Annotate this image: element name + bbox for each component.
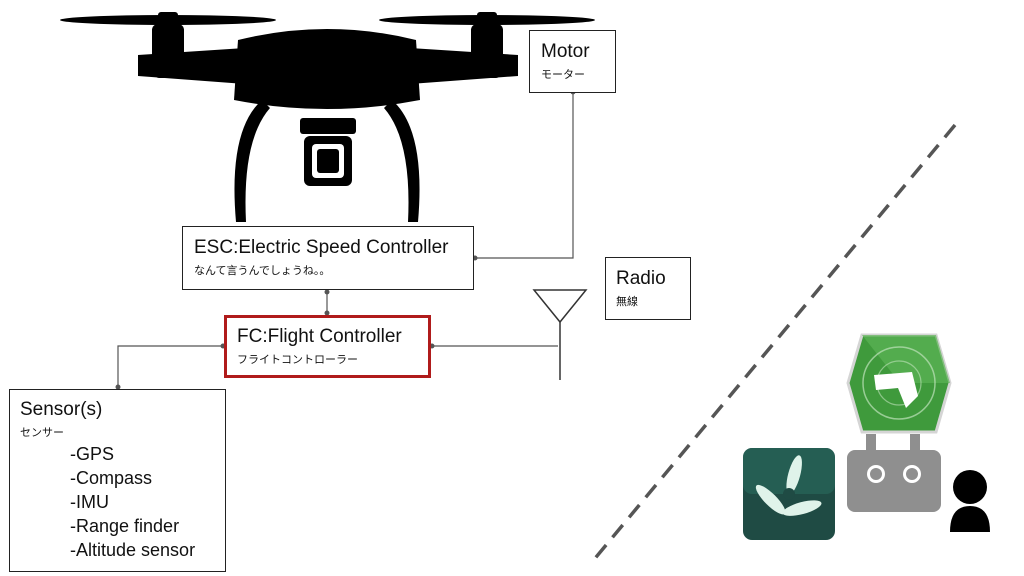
radio-box: Radio 無線 — [605, 257, 691, 320]
sensor-item-altitude: -Altitude sensor — [70, 539, 196, 560]
esc-subtitle: なんて言うんでしょうね。。 — [194, 263, 331, 277]
sensor-item-imu: -IMU — [70, 491, 109, 512]
antenna-icon — [532, 289, 588, 380]
sensors-box: Sensor(s) センサー -GPS -Compass -IMU -Range… — [9, 389, 226, 572]
shield-icon — [846, 333, 952, 434]
sensor-item-gps: -GPS — [70, 443, 115, 464]
app-icon — [743, 448, 835, 540]
remote-controller-icon — [847, 434, 941, 512]
fc-subtitle: フライトコントローラー — [237, 352, 358, 366]
radio-subtitle: 無線 — [616, 294, 638, 308]
motor-subtitle: モーター — [541, 67, 585, 81]
connector-motor-esc — [475, 92, 574, 259]
drone-icon — [60, 12, 595, 222]
esc-box: ESC:Electric Speed Controller なんて言うんでしょう… — [182, 226, 474, 290]
connector-fc-sensors — [117, 345, 223, 389]
person-icon — [950, 470, 990, 532]
sensors-subtitle: センサー — [20, 425, 64, 439]
esc-title: ESC:Electric Speed Controller — [194, 237, 449, 258]
fc-title: FC:Flight Controller — [237, 326, 402, 347]
fc-box: FC:Flight Controller フライトコントローラー — [224, 315, 431, 378]
motor-title: Motor — [541, 41, 590, 62]
radio-title: Radio — [616, 268, 666, 289]
sensor-item-compass: -Compass — [70, 467, 153, 488]
motor-box: Motor モーター — [529, 30, 616, 93]
sensor-item-range-finder: -Range finder — [70, 515, 180, 536]
sensors-title: Sensor(s) — [20, 399, 103, 420]
dashed-divider — [590, 123, 957, 564]
